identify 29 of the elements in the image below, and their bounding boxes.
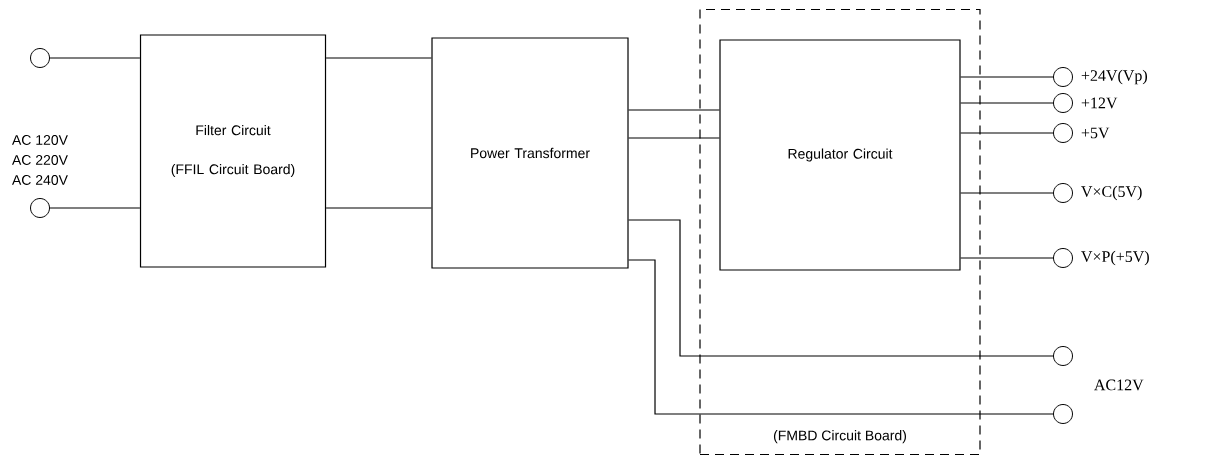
wire <box>325 207 432 209</box>
wire <box>628 259 1054 415</box>
terminal-circle <box>30 48 50 68</box>
wire <box>628 137 720 139</box>
voltage-label: AC 120V <box>12 135 68 145</box>
wire <box>960 76 1054 78</box>
terminal-label: V×C(5V) <box>1081 185 1142 201</box>
wire <box>49 207 141 209</box>
terminal-circle <box>1053 346 1073 366</box>
circuit-block: Power Transformer <box>431 37 629 269</box>
voltage-label: AC 220V <box>12 155 68 165</box>
wire <box>628 219 1054 357</box>
wire <box>960 257 1054 259</box>
terminal-label: V×P(+5V) <box>1081 250 1149 266</box>
wire <box>49 57 141 59</box>
voltage-label: AC12V <box>1094 379 1144 391</box>
terminal-label: +12V <box>1081 97 1118 109</box>
wire <box>960 102 1054 104</box>
wire <box>960 192 1054 194</box>
wire <box>960 132 1054 134</box>
wire <box>628 109 720 111</box>
circuit-block: Filter Circuit (FFIL Circuit Board) <box>139 34 327 268</box>
voltage-label: AC 240V <box>12 175 68 185</box>
terminal-circle <box>1053 404 1073 424</box>
terminal-label: +24V(Vp) <box>1081 69 1147 85</box>
circuit-block: Regulator Circuit <box>719 39 961 271</box>
terminal-label: +5V <box>1081 127 1110 139</box>
terminal-circle <box>30 198 50 218</box>
wire <box>325 57 432 59</box>
